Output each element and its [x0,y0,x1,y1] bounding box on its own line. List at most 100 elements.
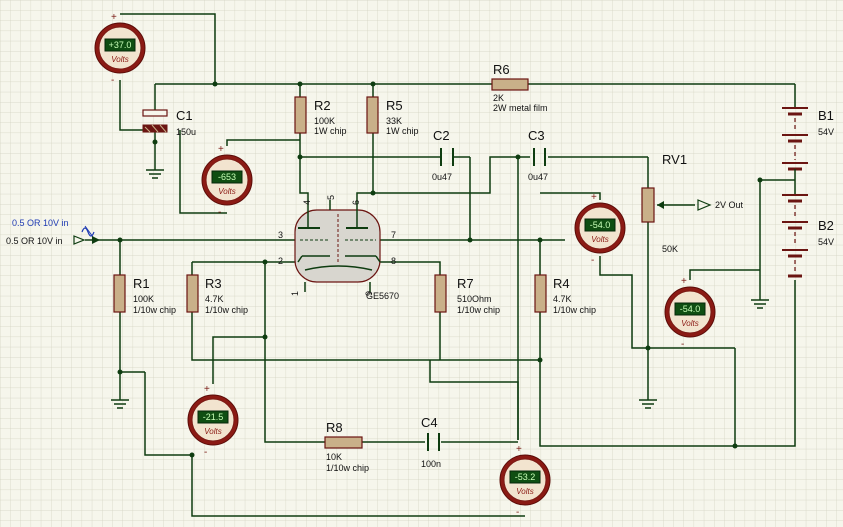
b2-value: 54V [818,237,834,247]
battery-b1[interactable]: B1 54V [782,107,834,195]
resistor-r7[interactable]: R7 510Ohm 1/10w chip [434,274,500,315]
c3-value: 0u47 [528,172,548,182]
r1-value: 100K [133,294,154,304]
r2-value: 100K [314,116,335,126]
m1-minus: - [111,75,114,86]
b1-label: B1 [818,108,834,123]
voltmeter-m2[interactable]: -653 Volts + - [201,144,253,218]
ground-symbols [111,169,769,409]
m1-plus: + [111,12,117,23]
voltmeter-m5[interactable]: -21.5 Volts + - [187,384,239,458]
m5-minus: - [204,447,207,458]
tube-pin-5: 5 [326,195,336,200]
output-terminal[interactable]: 2V Out [697,199,744,211]
m4-minus: - [681,339,684,350]
r7-spec: 1/10w chip [457,305,500,315]
m1-reading: +37.0 [109,40,132,50]
rv1-value: 50K [662,244,678,254]
m5-reading: -21.5 [203,412,224,422]
tube-pin-8: 8 [391,256,396,266]
voltmeter-m3[interactable]: -54.0 Volts + - [574,192,626,266]
capacitor-c2[interactable]: C2 0u47 [432,128,457,182]
resistor-r6[interactable]: R6 2K 2W metal film [491,62,548,113]
m5-plus: + [204,384,210,395]
m2-unit: Volts [218,187,236,196]
r5-label: R5 [386,98,403,113]
voltmeter-m1[interactable]: +37.0 Volts + - [94,12,146,86]
resistor-r4[interactable]: R4 4.7K 1/10w chip [534,274,596,315]
resistor-r5[interactable]: R5 33K 1W chip [366,96,419,136]
ground-icon [751,299,769,309]
m2-plus: + [218,144,224,155]
input-generator[interactable]: 0.5 OR 10V in [12,218,95,238]
r5-spec: 1W chip [386,126,419,136]
r8-value: 10K [326,452,342,462]
capacitor-c3[interactable]: C3 0u47 [528,128,548,182]
b1-value: 54V [818,127,834,137]
r6-spec: 2W metal film [493,103,548,113]
m1-unit: Volts [111,55,129,64]
r5-value: 33K [386,116,402,126]
generator-label: 0.5 OR 10V in [12,218,69,228]
tube-pin-4: 4 [302,200,312,205]
vacuum-tube-ge5670[interactable]: 3 2 7 8 4 5 6 1 9 GE5670 [278,195,399,301]
capacitor-c1[interactable]: C1 150u [142,108,196,137]
m3-unit: Volts [591,235,609,244]
r6-label: R6 [493,62,510,77]
r7-value: 510Ohm [457,294,492,304]
m4-reading: -54.0 [680,304,701,314]
m6-reading: -53.2 [515,472,536,482]
ground-icon [111,399,129,409]
m6-unit: Volts [516,487,534,496]
m2-minus: - [218,207,221,218]
input-port-icon [92,236,100,244]
tube-pin-9: 9 [364,291,374,296]
r6-value: 2K [493,93,504,103]
ground-icon [146,169,164,179]
r1-label: R1 [133,276,150,291]
m5-unit: Volts [204,427,222,436]
voltmeter-m4[interactable]: -54.0 Volts + - [664,276,716,350]
tube-label: GE5670 [366,291,399,301]
tube-pin-3: 3 [278,230,283,240]
r2-spec: 1W chip [314,126,347,136]
m3-reading: -54.0 [590,220,611,230]
capacitor-c4[interactable]: C4 100n [421,415,441,469]
m6-plus: + [516,444,522,455]
r4-spec: 1/10w chip [553,305,596,315]
resistor-r3[interactable]: R3 4.7K 1/10w chip [186,274,248,315]
r8-spec: 1/10w chip [326,463,369,473]
c3-label: C3 [528,128,545,143]
c2-value: 0u47 [432,172,452,182]
tube-pin-7: 7 [391,230,396,240]
r3-spec: 1/10w chip [205,305,248,315]
potentiometer-rv1[interactable]: RV1 50K [641,152,687,254]
rv1-label: RV1 [662,152,687,167]
voltmeter-m6[interactable]: -53.2 Volts + - [499,444,551,518]
c4-value: 100n [421,459,441,469]
r4-label: R4 [553,276,570,291]
b2-label: B2 [818,218,834,233]
r3-value: 4.7K [205,294,224,304]
tube-pin-6: 6 [351,200,361,205]
r3-label: R3 [205,276,222,291]
r7-label: R7 [457,276,474,291]
resistor-r1[interactable]: R1 100K 1/10w chip [113,274,176,315]
c4-label: C4 [421,415,438,430]
m4-unit: Volts [681,319,699,328]
battery-b2[interactable]: B2 54V [782,194,834,278]
tube-pin-1: 1 [290,291,300,296]
m2-reading: -653 [218,172,236,182]
resistor-r2[interactable]: R2 100K 1W chip [294,96,347,136]
c1-value: 150u [176,127,196,137]
ground-icon [639,399,657,409]
r8-label: R8 [326,420,343,435]
input-terminal[interactable]: 0.5 OR 10V in [6,235,100,246]
resistor-r8[interactable]: R8 10K 1/10w chip [324,420,369,473]
c2-label: C2 [433,128,450,143]
m6-minus: - [516,507,519,518]
m3-minus: - [591,255,594,266]
